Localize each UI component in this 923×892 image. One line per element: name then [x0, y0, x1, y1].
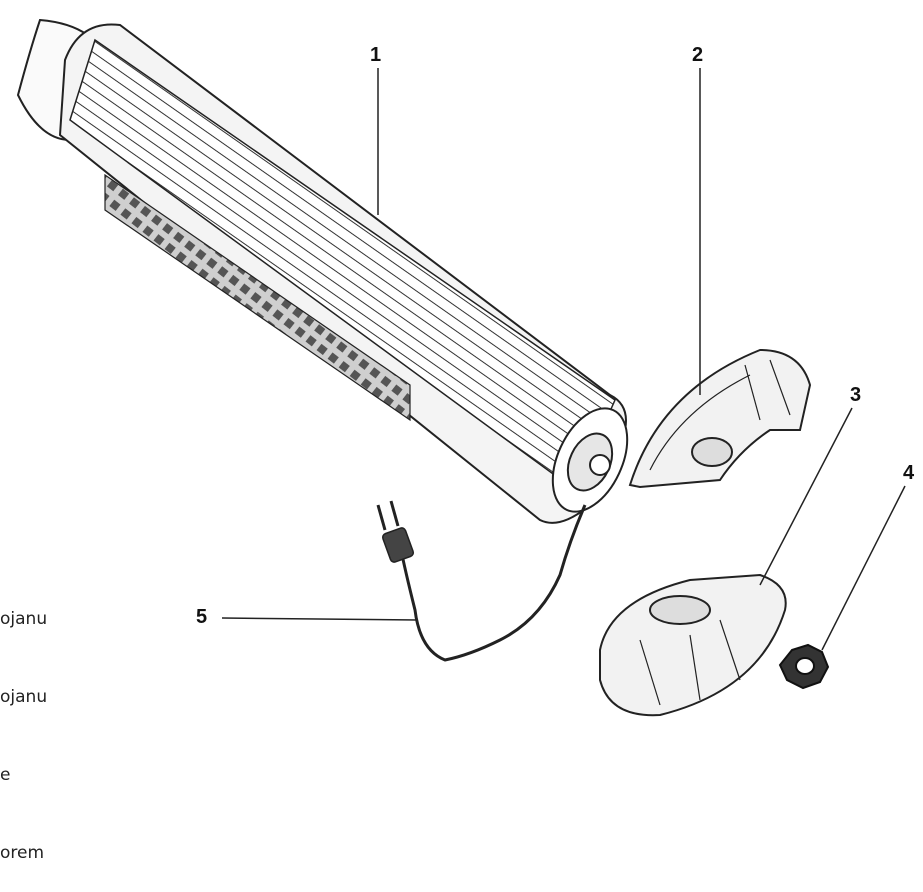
- callout-3: 3: [850, 384, 862, 406]
- side-text-line: ojanu: [0, 609, 48, 629]
- callout-1: 1: [370, 44, 382, 66]
- leader-lines: [221, 68, 906, 651]
- side-text-line: orem: [0, 843, 45, 863]
- base-upper-half: [628, 348, 812, 489]
- power-cord: [376, 500, 587, 662]
- leader-4: [821, 485, 906, 651]
- heater-body: [16, 18, 629, 524]
- callout-2: 2: [692, 44, 704, 66]
- leader-5: [221, 617, 419, 621]
- locking-nut: [778, 643, 830, 690]
- base-lower-half: [599, 573, 787, 717]
- callout-4: 4: [903, 462, 915, 484]
- diagram-canvas: [16, 18, 906, 717]
- callout-5: 5: [196, 606, 208, 628]
- leader-3: [759, 407, 853, 586]
- side-text-line: e: [0, 765, 11, 785]
- side-text-line: ojanu: [0, 687, 48, 707]
- cut-off-text: ojanu ojanu e orem: [0, 554, 47, 892]
- exploded-diagram: 1 2 3 4 5 ojanu ojanu e orem: [0, 18, 915, 863]
